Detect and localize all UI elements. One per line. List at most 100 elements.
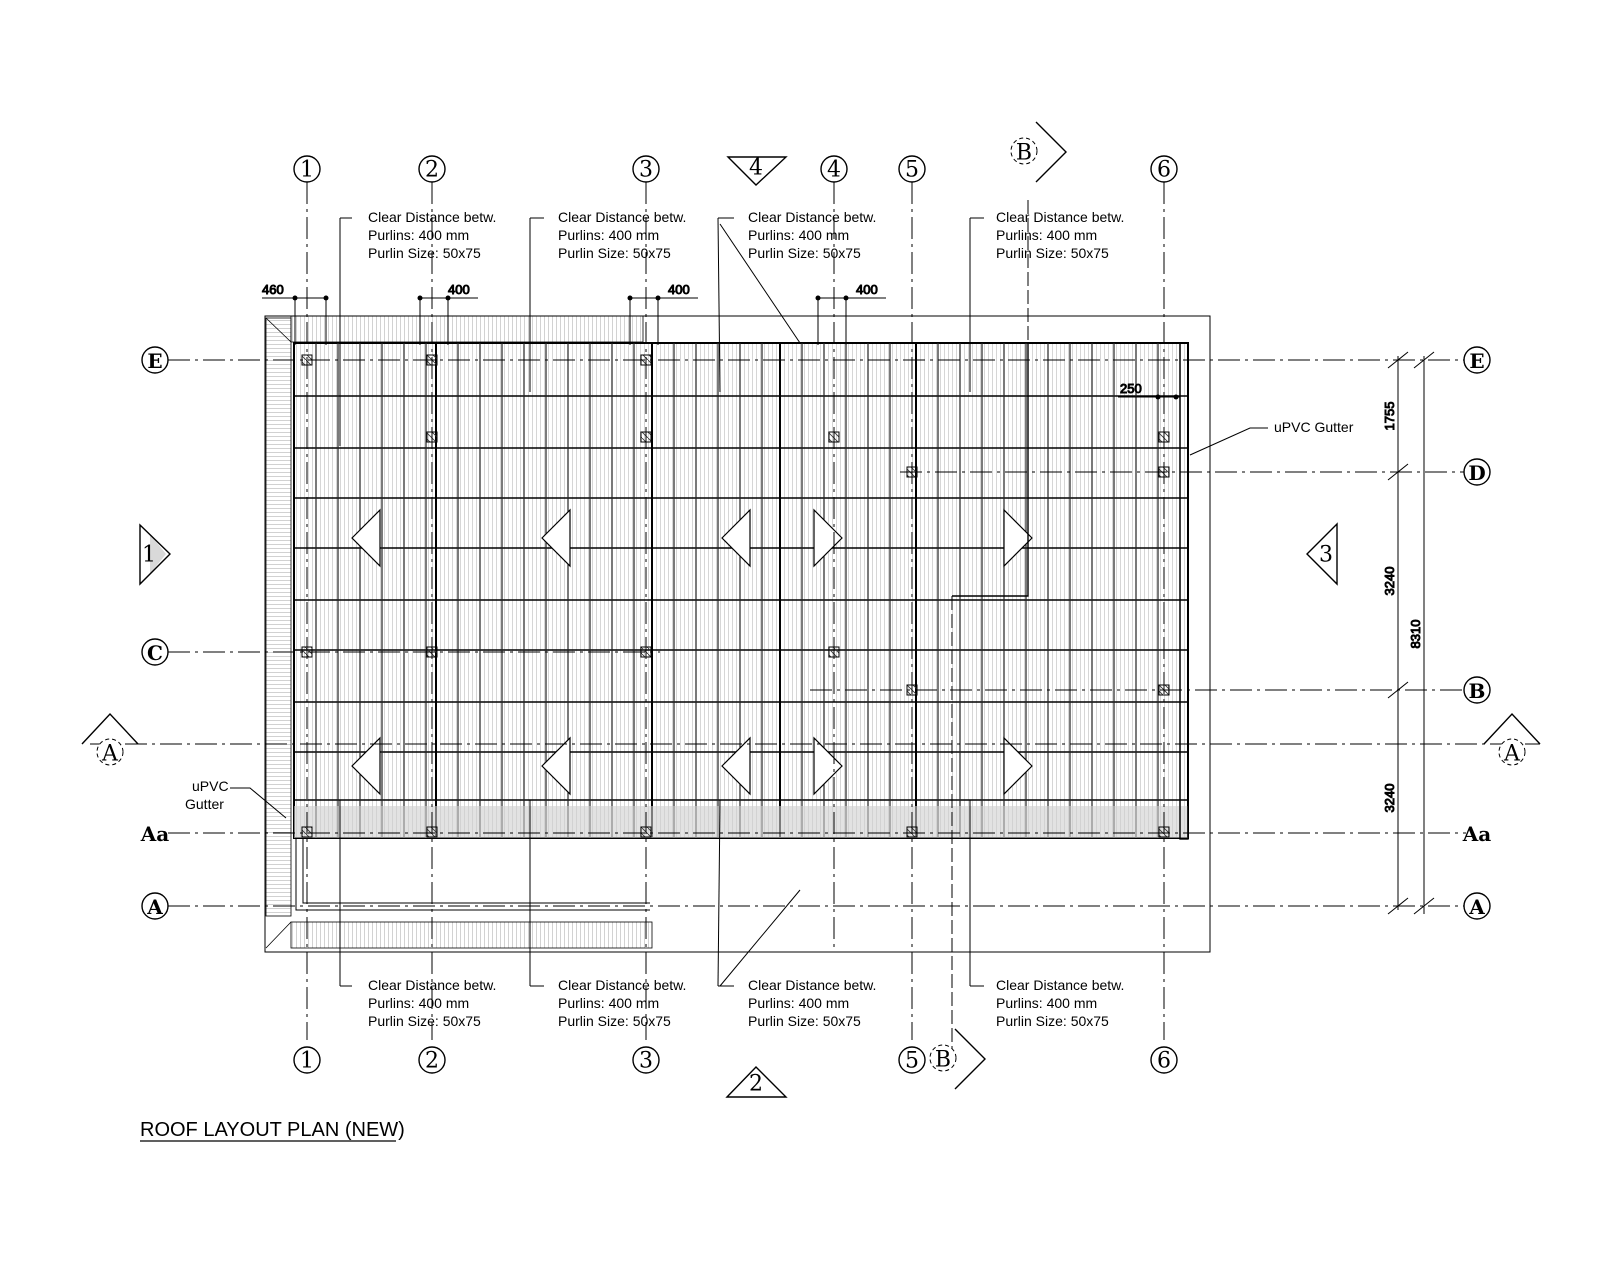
elevation-marker-2-label: 2 [749, 1072, 763, 1097]
purlin-note-bottom: Clear Distance betw. [748, 977, 876, 993]
grid-col-bottom-label: 3 [639, 1049, 653, 1074]
grid-col-top-label: 3 [639, 158, 653, 183]
grid-row-right-label: Aa [1462, 822, 1492, 846]
dim-tick [815, 295, 821, 301]
purlin-note-bottom: Purlins: 400 mm [996, 995, 1097, 1011]
grid-col-bottom-label-circle [898, 1046, 926, 1074]
grid-col-bottom-label-circle [632, 1046, 660, 1074]
section-marker-circle [96, 738, 124, 766]
grid-row-right-label: D [1468, 461, 1485, 485]
dim-slash [1387, 681, 1409, 699]
purlin-note-top: Clear Distance betw. [558, 209, 686, 225]
purlin-note-top: Purlin Size: 50x75 [558, 245, 671, 261]
dim-slash [1387, 897, 1409, 915]
gutter-label-right: uPVC Gutter [1274, 419, 1354, 435]
elevation-marker-1-label: 1 [142, 543, 156, 568]
gutter-label-left-line2: Gutter [185, 796, 224, 812]
grid-row-left-label-circle [141, 346, 169, 374]
grid-row-right-label-circle [1463, 458, 1491, 486]
grid-row-right-label-circle [1463, 676, 1491, 704]
grid-lines [90, 182, 1540, 1040]
grid-col-bottom-label: 5 [905, 1049, 919, 1074]
view-markers: 1 2 3 4A A B B [81, 121, 1541, 1098]
dim-text-250: 250 [1120, 381, 1142, 396]
section-marker-circle [1498, 738, 1526, 766]
slope-arrow [721, 736, 751, 796]
purlin-note-bottom: Purlins: 400 mm [368, 995, 469, 1011]
grid-row-left-label-circle [141, 638, 169, 666]
section-marker-A-right-label: A [1503, 742, 1521, 767]
dim-slash [1413, 351, 1435, 369]
grid-col-top-label-circle [293, 155, 321, 183]
gutter-label-left-line1: uPVC [192, 778, 229, 794]
purlin-note-bottom: Purlin Size: 50x75 [748, 1013, 861, 1029]
section-marker-B-bottom [954, 1028, 986, 1090]
dim-tick [323, 295, 329, 301]
elevation-marker-1 [139, 523, 171, 586]
grid-col-bottom-label: 1 [300, 1049, 314, 1074]
grid-row-right-label: B [1469, 679, 1486, 703]
slope-arrow [1003, 508, 1033, 568]
dim-tick [417, 295, 423, 301]
purlin-note-top: Purlins: 400 mm [558, 227, 659, 243]
elevation-marker-4-label: 4 [749, 156, 763, 181]
slab-outline [264, 315, 1211, 953]
purlin-note-bottom: Clear Distance betw. [996, 977, 1124, 993]
purlin-note-bottom: Purlin Size: 50x75 [996, 1013, 1109, 1029]
section-marker-B-top-label: B [1016, 141, 1032, 166]
purlin-note-bottom: Clear Distance betw. [368, 977, 496, 993]
grid-col-top-label-circle [632, 155, 660, 183]
dim-tick [1155, 394, 1161, 400]
purlin-note-top: Clear Distance betw. [368, 209, 496, 225]
bottom-overhang-strip [290, 921, 653, 949]
elevation-marker-fill [150, 534, 166, 574]
note-leader [717, 217, 721, 393]
section-marker-A-left [81, 712, 139, 745]
dim-text-top: 400 [856, 282, 878, 297]
grid-col-bottom-label-circle [1150, 1046, 1178, 1074]
purlin-note-bottom: Purlins: 400 mm [748, 995, 849, 1011]
grid-col-top-label: 2 [425, 158, 439, 183]
section-marker-circle [1010, 137, 1038, 165]
slope-arrow [813, 736, 843, 796]
purlin-note-top: Purlin Size: 50x75 [748, 245, 861, 261]
grid-col-top-label: 1 [300, 158, 314, 183]
dim-slash [1413, 897, 1435, 915]
dim-slash [1387, 463, 1409, 481]
dim-tick [445, 295, 451, 301]
roof-panel [779, 342, 917, 839]
grid-col-top-label: 6 [1157, 158, 1171, 183]
purlin-note-top: Purlins: 400 mm [748, 227, 849, 243]
grid-col-top-label: 5 [905, 158, 919, 183]
gutter-outline-left [295, 838, 650, 911]
grid-row-left-label-circle [141, 892, 169, 920]
slope-arrow [813, 508, 843, 568]
purlin-note-top: Purlin Size: 50x75 [996, 245, 1109, 261]
grid-row-left-label: C [147, 641, 163, 665]
overhang-corner [265, 921, 292, 949]
section-marker-A-left-label: A [101, 742, 119, 767]
gutter-leader-left [230, 787, 287, 819]
right-gutter [1179, 342, 1189, 840]
slope-arrow [541, 508, 571, 568]
dim-text-top: 460 [262, 282, 284, 297]
purlin-note-top: Purlins: 400 mm [368, 227, 469, 243]
grid-col-bottom-label: 2 [425, 1049, 439, 1074]
dim-tick [843, 295, 849, 301]
left-overhang-strip [265, 317, 292, 917]
elevation-marker-2 [725, 1066, 788, 1098]
elevation-marker-3 [1306, 522, 1338, 586]
note-leader [719, 223, 801, 344]
dim-slash [1387, 351, 1409, 369]
dim-text-overall: 8310 [1408, 620, 1423, 649]
purlin-note-top: Purlin Size: 50x75 [368, 245, 481, 261]
purlin-notes: Clear Distance betw. Purlins: 400 mm Purli… [339, 209, 1124, 1029]
grid-col-top-label: 4 [827, 158, 841, 183]
dim-text-right: 3240 [1382, 567, 1397, 596]
grid-col-top-label-circle [418, 155, 446, 183]
roof-sheet-panels [293, 200, 1189, 1052]
elevation-marker-4 [726, 156, 788, 186]
